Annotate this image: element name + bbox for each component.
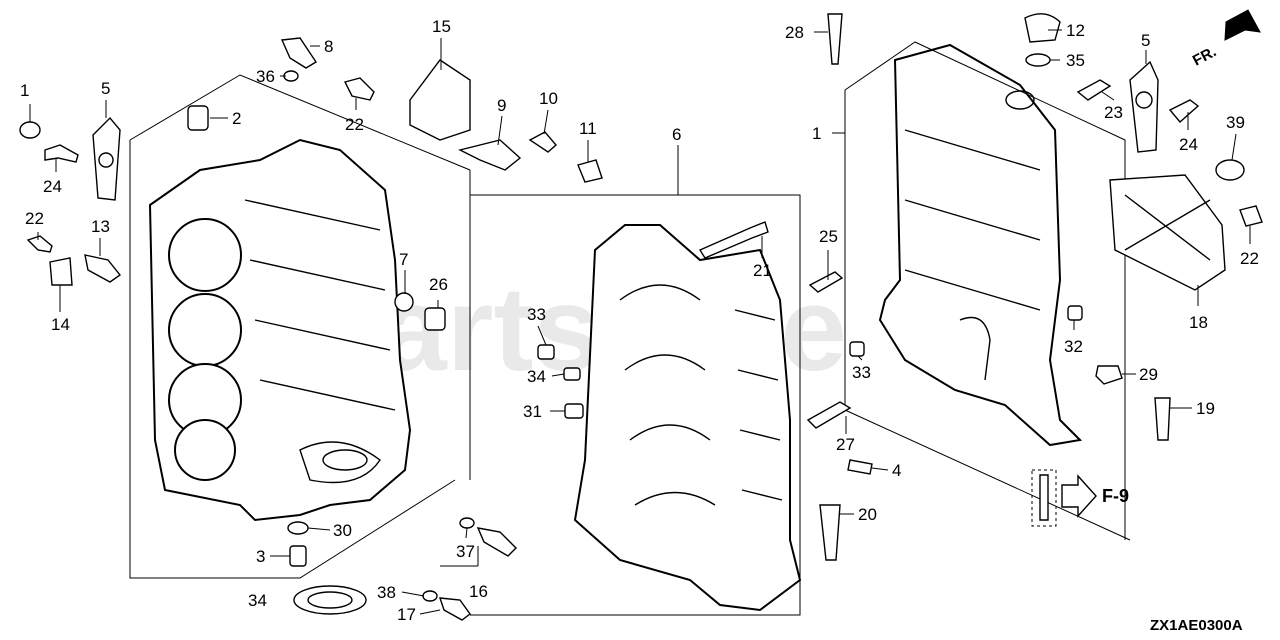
callout-6: 6	[672, 125, 681, 144]
cylinder-block	[148, 138, 412, 522]
callout-24-left: 24	[43, 177, 62, 196]
callout-35: 34	[248, 591, 267, 610]
callout-27: 1	[20, 81, 29, 100]
callout-17: 17	[397, 605, 416, 624]
callout-29: 28	[785, 23, 804, 42]
leader-lines	[29, 29, 1251, 615]
callout-25: 25	[819, 227, 838, 246]
callout-36: 35	[1066, 51, 1085, 70]
callout-39: 38	[377, 583, 396, 602]
reference-code: ZX1AE0300A	[1150, 617, 1243, 634]
callout-28: 27	[836, 435, 855, 454]
callout-labels: 1 2 3 4 5 5 6 7 8 9 10 11 12 13 14 15 16…	[20, 17, 1259, 624]
callout-31: 30	[333, 521, 352, 540]
direction-label: FR.	[1190, 43, 1219, 69]
callout-40: 39	[1226, 113, 1245, 132]
cylinder-head	[878, 43, 1083, 447]
callout-16: 16	[469, 582, 488, 601]
callout-23: 23	[1104, 103, 1123, 122]
callout-11: 11	[579, 119, 597, 138]
small-parts	[19, 9, 1263, 621]
callout-9: 9	[497, 96, 506, 115]
callout-1-label: 1	[812, 124, 821, 143]
callout-5-left: 5	[101, 79, 110, 98]
callout-4: 4	[892, 461, 901, 480]
callout-20: 20	[858, 505, 877, 524]
callout-15: 15	[432, 17, 451, 36]
callout-19: 19	[1196, 399, 1215, 418]
callout-34-upper: 33	[527, 305, 546, 324]
callout-14: 14	[51, 315, 70, 334]
crankcase	[573, 224, 802, 612]
callout-22-left: 22	[25, 209, 44, 228]
callout-13: 13	[91, 217, 110, 236]
cross-reference-label: F-9	[1102, 486, 1129, 506]
callout-2: 2	[232, 109, 241, 128]
callout-10: 10	[539, 89, 558, 108]
callout-22-right: 22	[1240, 249, 1259, 268]
callout-30: 29	[1139, 365, 1158, 384]
callout-33-left: 33	[852, 363, 871, 382]
callout-21: 21	[753, 261, 772, 280]
callout-32: 31	[523, 402, 542, 421]
callout-3: 3	[256, 547, 265, 566]
callout-38: 37	[456, 542, 475, 561]
callout-18: 18	[1189, 313, 1208, 332]
callout-8: 8	[324, 37, 333, 56]
callout-5-right: 5	[1141, 31, 1150, 50]
callout-33-right: 32	[1064, 337, 1083, 356]
callout-22-mid: 22	[345, 115, 364, 134]
callout-26: 26	[429, 275, 448, 294]
callout-37: 36	[256, 67, 275, 86]
callout-7: 7	[399, 250, 408, 269]
callout-12: 12	[1066, 21, 1085, 40]
callout-34-lower: 34	[527, 367, 546, 386]
callout-24-right: 24	[1179, 135, 1198, 154]
